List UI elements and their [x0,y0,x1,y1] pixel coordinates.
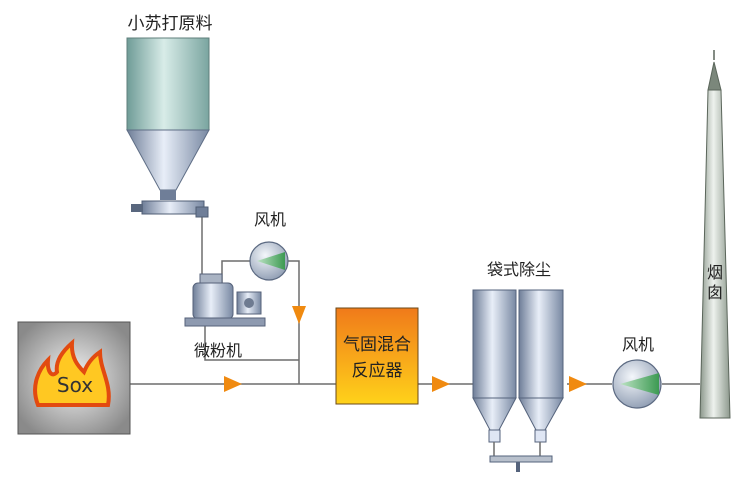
filter-left-valve [488,429,501,443]
hopper-cone [126,129,210,191]
label-chimney: 烟囱 [707,263,723,302]
fan-top [249,241,289,281]
flow-arrow-3 [569,376,587,392]
label-micro-mill: 微粉机 [194,341,242,360]
label-bag-filter: 袋式除尘 [487,260,551,279]
soda-hopper [126,37,210,218]
mill-base [184,317,266,327]
flow-arrows [224,306,587,392]
feed-pipe-mill-to-main [204,323,299,361]
label-chimney-char: 烟 [707,263,723,282]
chimney [699,50,731,419]
flame-icon [33,338,111,407]
filter-discharge-conveyor [489,455,553,463]
fan-top-blade [257,252,285,270]
label-fan-top: 风机 [254,210,286,229]
flow-arrow-down [292,306,306,324]
sox-furnace [17,321,131,435]
hopper-neck [160,190,176,200]
fan-right [612,359,662,409]
mill-motor-shaft [244,298,254,308]
gas-solid-reactor [335,307,419,405]
label-reactor-line2: 反应器 [352,361,403,381]
bag-filter [472,289,564,472]
hopper-body [126,37,210,131]
air-pipe-fan-to-mill [221,260,250,284]
filter-left-hopper [472,397,517,431]
mill-body [192,282,234,320]
chimney-body [699,89,731,419]
filter-right-valve [534,429,547,443]
fan-right-blade [620,373,659,395]
filter-left-chamber [472,289,517,399]
filter-conveyor-support [516,462,520,472]
flow-arrow-1 [224,376,242,392]
micro-powder-mill [184,273,266,327]
filter-right-hopper [518,397,564,431]
screw-feeder-outlet [195,206,209,218]
label-soda-raw: 小苏打原料 [128,14,213,34]
label-chimney-char: 囱 [707,283,723,302]
screw-feeder-inlet [131,204,143,212]
label-source: Sox [57,373,93,397]
label-reactor-line1: 气固混合 [343,335,411,355]
filter-right-chamber [518,289,564,399]
filter-discharge-pipe [493,442,541,457]
label-fan-right: 风机 [622,335,654,354]
chimney-tip [707,61,722,91]
screw-feeder [141,200,205,215]
air-pipe-fan-to-main [288,260,300,384]
flow-arrow-2 [432,376,450,392]
